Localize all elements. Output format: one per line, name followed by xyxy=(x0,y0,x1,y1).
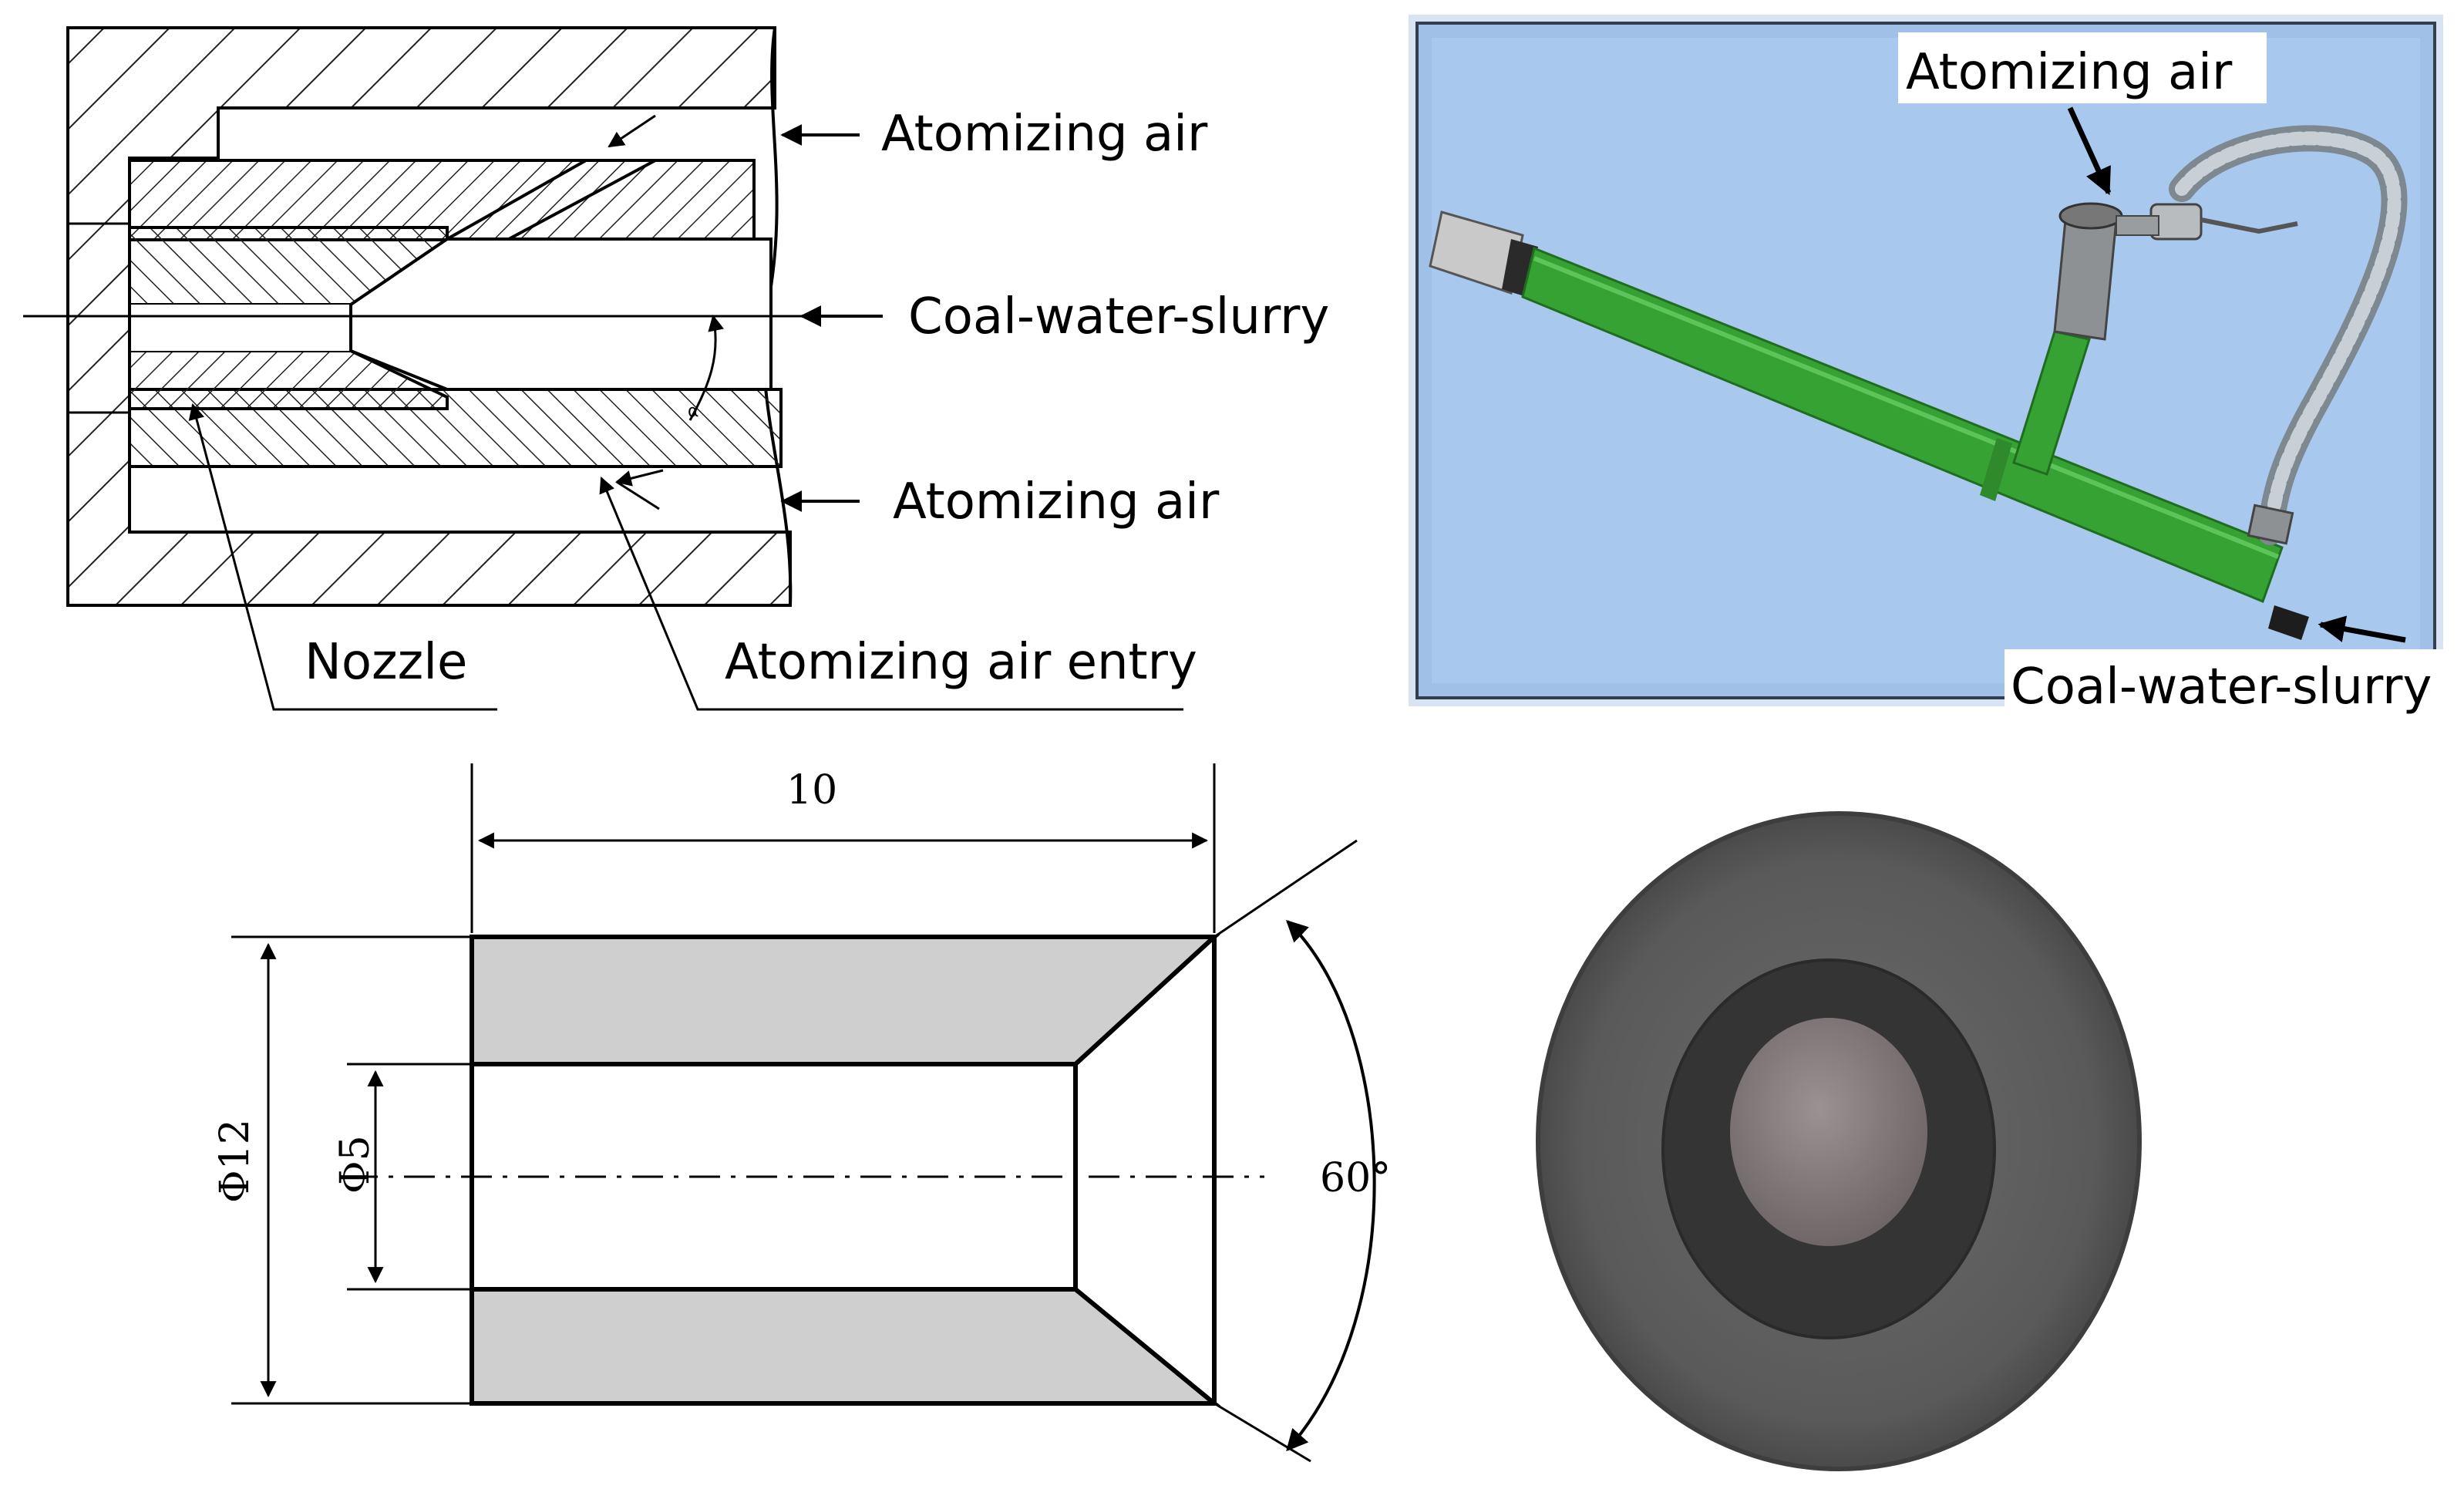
nozzle-wall-upper xyxy=(470,935,1220,1066)
bore xyxy=(130,305,351,351)
label-atomizing-air-bottom: Atomizing air xyxy=(893,473,1220,531)
dim-cone-angle-arc xyxy=(1285,920,1376,1452)
bore-taper xyxy=(349,237,773,391)
nozzle-drawing: 10 Φ12 Φ5 60° xyxy=(212,763,1391,1463)
label-atomizing-air-top: Atomizing air xyxy=(881,106,1208,163)
dim-cone-angle-label: 60° xyxy=(1320,1155,1391,1201)
photo-nozzle xyxy=(1536,811,2142,1471)
branch-pipe xyxy=(2012,330,2091,476)
leader-nozzle xyxy=(188,403,497,711)
nozzle-wall-lower xyxy=(470,1287,1221,1406)
dim-outer-diameter-label: Φ12 xyxy=(212,1119,258,1203)
label-atomizing-air-entry: Atomizing air entry xyxy=(725,634,1197,691)
dim-inner-diameter-label: Φ5 xyxy=(332,1135,379,1194)
section-view: α Atomizing air Coal-water-slurry Atomiz… xyxy=(23,26,1329,711)
nozzle-bore-hole xyxy=(1730,1018,1927,1246)
angle-alpha-label: α xyxy=(688,402,699,421)
atomizer-tip xyxy=(1429,211,1538,297)
valve-fitting xyxy=(2053,202,2298,341)
label-photo-coal-water-slurry: Coal-water-slurry xyxy=(2011,659,2432,716)
leader-air-entry xyxy=(599,477,1183,711)
label-coal-water-slurry-left: Coal-water-slurry xyxy=(908,288,1329,345)
dim-length-label: 10 xyxy=(786,767,837,814)
label-photo-atomizing-air: Atomizing air xyxy=(1906,44,2233,101)
photo-background xyxy=(1415,22,2436,699)
label-nozzle: Nozzle xyxy=(305,634,467,691)
photo-atomizer: Atomizing air Coal-water-slurry xyxy=(1409,15,2461,720)
